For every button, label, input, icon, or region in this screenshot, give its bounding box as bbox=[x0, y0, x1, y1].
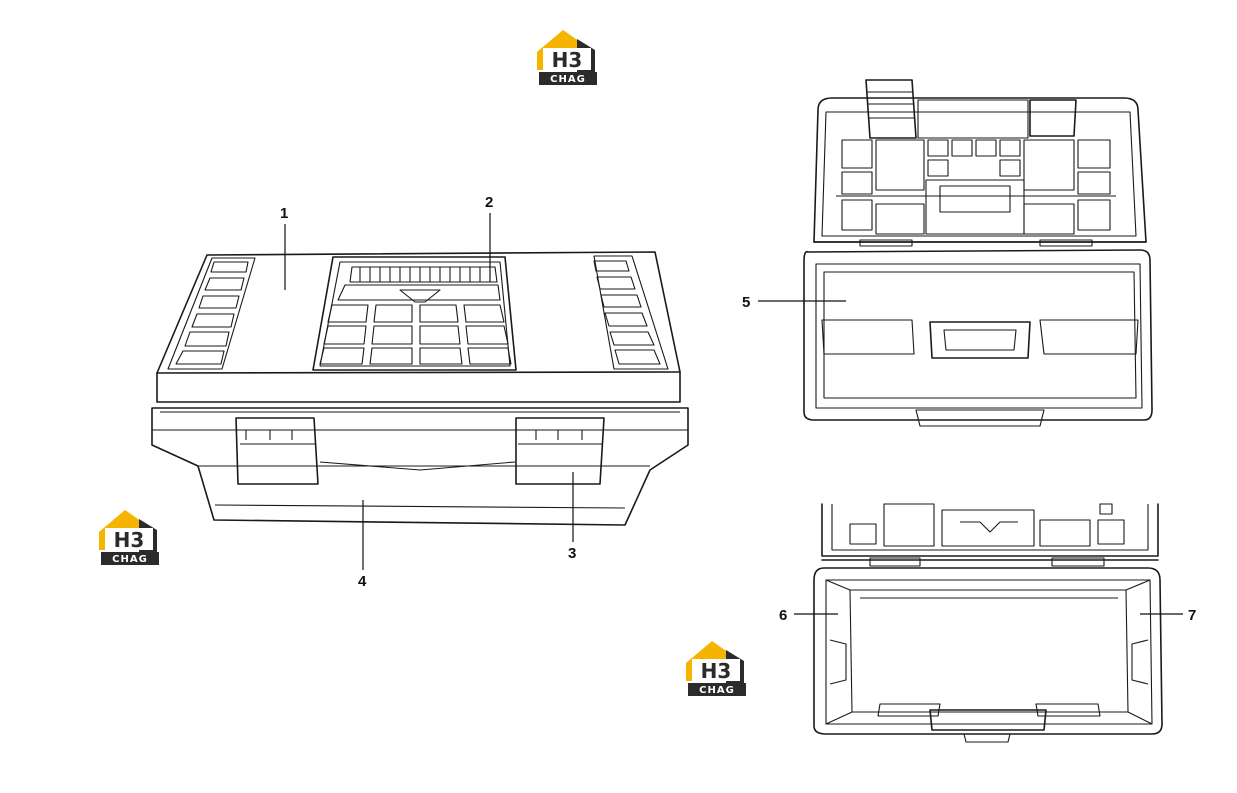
callout-6: 6 bbox=[779, 607, 838, 624]
open-toolbox-lid-view bbox=[803, 79, 1153, 427]
callout-1-number: 1 bbox=[280, 205, 288, 222]
logo-mark-text: H3 bbox=[114, 528, 145, 552]
closed-toolbox-drawing bbox=[151, 251, 689, 526]
brand-logo-bottom: H3 CHAG bbox=[686, 641, 746, 696]
callout-4: 4 bbox=[358, 500, 367, 590]
logo-mark-text: H3 bbox=[701, 659, 732, 683]
open-toolbox-body-view bbox=[813, 503, 1163, 743]
callout-3: 3 bbox=[568, 472, 576, 562]
callout-2-number: 2 bbox=[485, 194, 493, 211]
logo-mark-text: H3 bbox=[552, 48, 583, 72]
callout-5-number: 5 bbox=[742, 294, 750, 311]
logo-wordmark: CHAG bbox=[550, 74, 586, 85]
callout-7-number: 7 bbox=[1188, 607, 1196, 624]
brand-logo-left: H3 CHAG bbox=[99, 510, 159, 565]
callout-6-number: 6 bbox=[779, 607, 787, 624]
callout-4-number: 4 bbox=[358, 573, 367, 590]
logo-wordmark: CHAG bbox=[699, 685, 735, 696]
callout-1: 1 bbox=[280, 205, 288, 290]
brand-logo-top: H3 CHAG bbox=[537, 30, 597, 85]
callout-5: 5 bbox=[742, 294, 846, 311]
callout-7: 7 bbox=[1140, 607, 1196, 624]
callout-3-number: 3 bbox=[568, 545, 576, 562]
logo-wordmark: CHAG bbox=[112, 554, 148, 565]
callout-2: 2 bbox=[485, 194, 493, 282]
